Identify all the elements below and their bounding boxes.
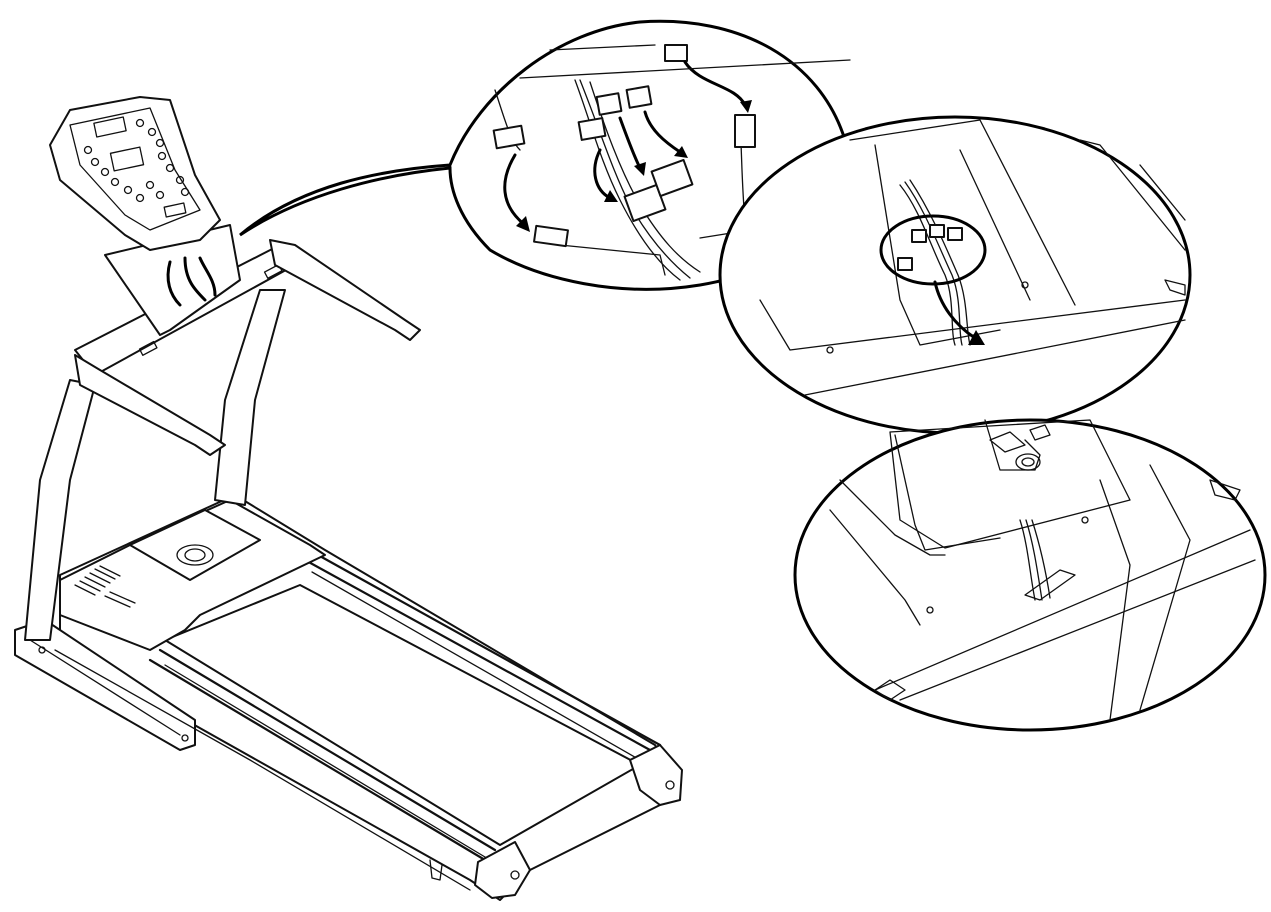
callout-base-entry (793, 418, 1267, 732)
callout-upright-routing (718, 115, 1192, 435)
treadmill-deck (14, 494, 683, 901)
treadmill-console (49, 96, 241, 336)
callout-connector-detail (239, 19, 851, 291)
